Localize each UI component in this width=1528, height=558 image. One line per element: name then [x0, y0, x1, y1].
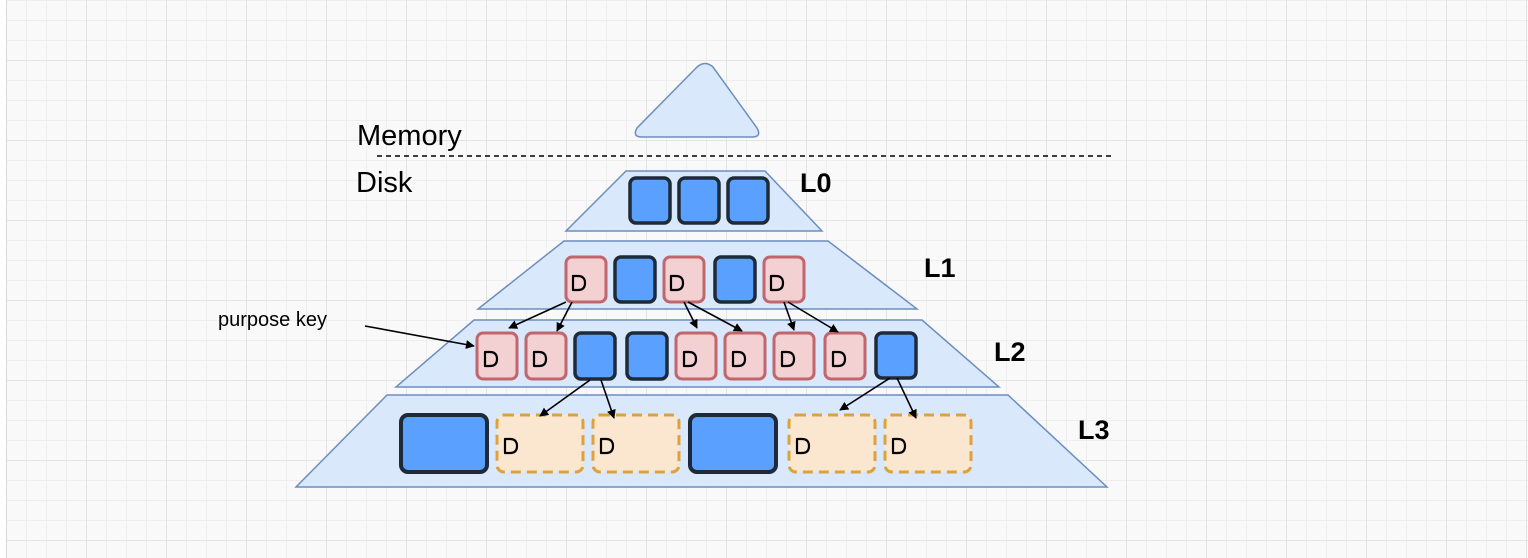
l2-key-block: [874, 331, 918, 380]
l3-dropped-tombstone-block: [883, 413, 973, 474]
memtable-triangle: [634, 62, 760, 138]
compaction-arrow: [508, 301, 567, 329]
l0-key-block: [628, 176, 672, 225]
purpose-key-label: purpose key: [218, 309, 327, 331]
compaction-arrow: [683, 301, 698, 329]
compaction-arrow: [787, 301, 839, 333]
l2-key-block: [573, 331, 617, 381]
compaction-arrow: [539, 379, 591, 417]
disk-label: Disk: [356, 167, 413, 199]
compaction-arrow: [896, 377, 917, 419]
level-l3-label: L3: [1078, 415, 1110, 445]
purpose-key-pointer: [364, 325, 475, 349]
l0-key-block: [677, 176, 721, 225]
l2-key-block: [625, 331, 669, 381]
l3-key-block: [688, 413, 778, 474]
level-l1-label: L1: [924, 253, 956, 283]
l1-key-block: [713, 255, 757, 304]
l1-key-block: [613, 255, 657, 304]
level-l2-label: L2: [994, 337, 1026, 367]
l3-dropped-tombstone-block: [591, 413, 681, 474]
compaction-arrows: [508, 301, 917, 419]
l3-key-block: [399, 413, 489, 474]
compaction-arrow: [556, 301, 573, 332]
canvas-left-rule: [0, 0, 7, 558]
memory-label: Memory: [357, 120, 462, 152]
compaction-arrow: [839, 377, 891, 411]
l3-dropped-tombstone-block: [495, 413, 585, 474]
compaction-arrow: [687, 301, 743, 332]
compaction-arrow: [783, 301, 796, 331]
l0-key-block: [726, 176, 770, 225]
compaction-arrow: [600, 379, 616, 419]
level-l0-label: L0: [800, 168, 832, 198]
l3-dropped-tombstone-block: [787, 413, 877, 474]
